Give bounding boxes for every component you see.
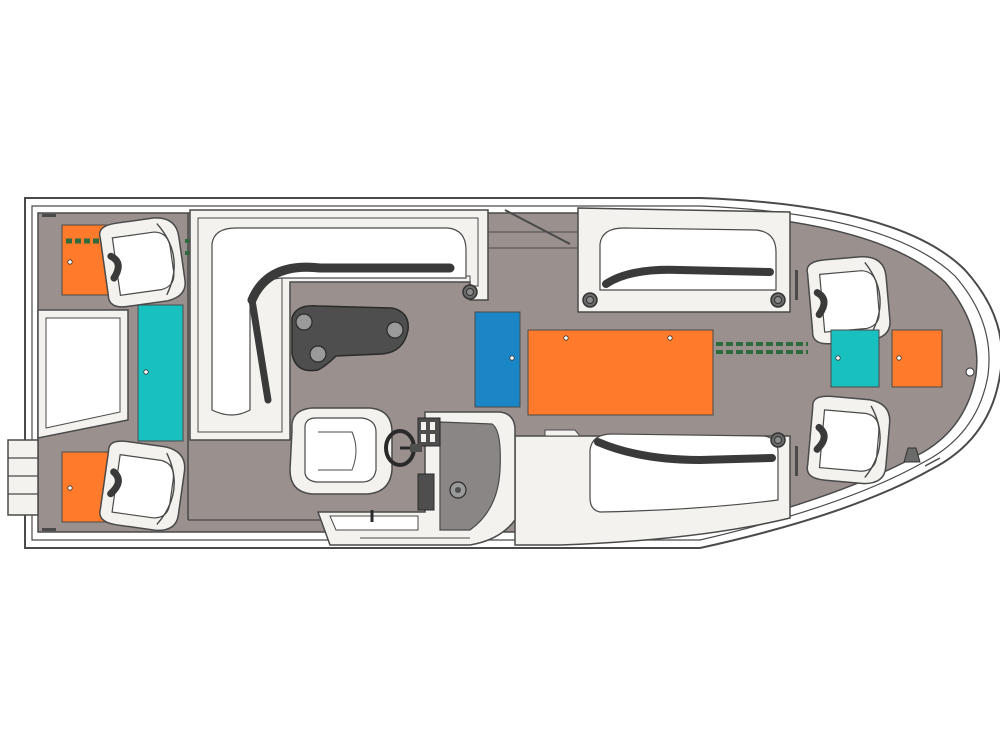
gunwale-inner-line (31, 205, 990, 541)
ladder-icon[interactable] (7, 439, 39, 516)
bow-eye (965, 367, 975, 377)
cleat-icon (582, 292, 598, 308)
cleat-icon (770, 292, 786, 308)
fishing-seat-icon[interactable] (98, 439, 187, 533)
display-screen (417, 473, 435, 511)
fishing-seat-icon[interactable] (806, 395, 891, 485)
fishing-seat-icon[interactable] (98, 215, 187, 309)
mid-deck-storage[interactable] (527, 329, 714, 416)
windshield (439, 421, 501, 531)
walkthrough-door[interactable] (504, 209, 571, 245)
helm-seat-icon[interactable] (289, 407, 393, 495)
cleat-icon (770, 432, 786, 448)
steering-wheel-icon[interactable] (384, 429, 422, 467)
bow-cleat (903, 447, 921, 463)
cleat-icon (462, 284, 478, 300)
